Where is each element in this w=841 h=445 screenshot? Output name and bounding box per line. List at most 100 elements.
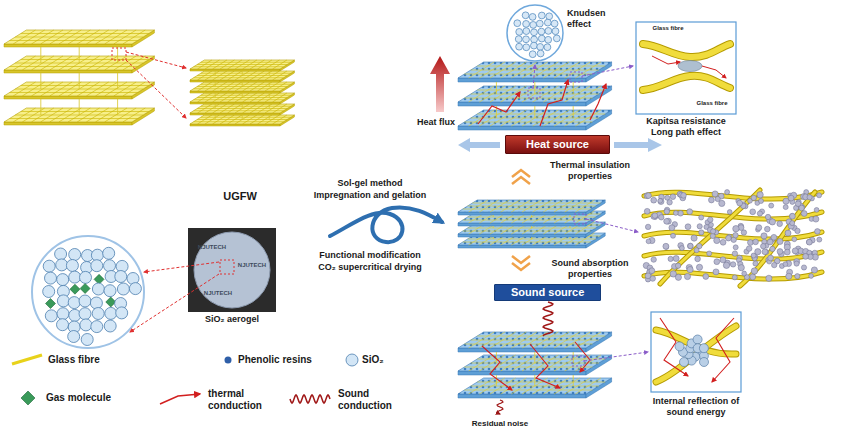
silica-bead — [801, 211, 807, 217]
silica-bead — [667, 200, 672, 205]
inset-panel: Internal reflection of sound energy — [640, 312, 752, 418]
slab-top — [190, 82, 294, 91]
strut-line — [269, 115, 270, 120]
node-text: Sound source — [511, 286, 584, 298]
silica-bead — [765, 226, 771, 232]
silica-bead — [711, 229, 716, 234]
strut-line — [215, 71, 216, 76]
silica-bead — [769, 203, 774, 208]
silica-sample — [346, 354, 358, 366]
silica-particle — [544, 19, 551, 26]
silica-bead — [806, 239, 812, 245]
ugfw-stack — [4, 30, 154, 125]
glass-fibre — [644, 192, 822, 199]
fibre-line — [472, 203, 600, 204]
slab-edge — [458, 348, 586, 352]
strut-line — [573, 352, 574, 363]
sound-path — [575, 342, 590, 372]
silica-particle — [537, 50, 544, 57]
fibre-line — [194, 121, 284, 122]
silica-particle — [69, 249, 81, 261]
silica-particle — [45, 310, 57, 322]
strut-line — [242, 82, 243, 87]
silica-particle — [103, 247, 115, 259]
strut-line — [40, 73, 41, 89]
silica-bead — [795, 274, 800, 279]
zoom-arrow — [126, 60, 186, 118]
gas-sample — [21, 391, 35, 405]
zoom-square — [574, 214, 586, 224]
strut-line — [242, 115, 243, 120]
glass-fibre — [643, 76, 730, 90]
strut-line — [570, 237, 571, 239]
slab-edge — [4, 96, 132, 99]
silica-bead — [670, 194, 676, 200]
knudsen-outline — [507, 5, 563, 61]
silica-particle — [531, 29, 538, 36]
silica-bead — [746, 246, 752, 252]
noise-label: Residual noise — [470, 419, 530, 429]
silica-particle — [55, 248, 67, 260]
silica-particle — [43, 260, 55, 272]
silica-bead — [659, 215, 664, 220]
silica-bead — [733, 245, 738, 250]
fibre-line — [10, 92, 138, 93]
drawing — [4, 5, 822, 414]
silica-particle — [680, 358, 689, 367]
chevron-up — [512, 170, 530, 184]
silica-particle — [530, 22, 537, 29]
silica-particle — [43, 286, 55, 298]
node-caption: Kapitsa resistance Long path effect — [634, 116, 738, 138]
silica-bead — [766, 275, 772, 281]
thermal-sample — [160, 394, 200, 404]
slab-top — [458, 200, 605, 212]
silica-bead — [765, 214, 770, 219]
silica-particle — [551, 20, 558, 27]
silica-particle — [68, 331, 80, 343]
silica-particle — [516, 29, 523, 36]
sound-panel — [458, 332, 612, 398]
silica-bead — [669, 225, 675, 231]
slab-edge — [458, 78, 586, 82]
strut-line — [534, 352, 535, 363]
silica-bead — [652, 213, 658, 219]
zoom-leaders — [528, 65, 648, 366]
silica-bead — [646, 193, 652, 199]
photo-mark: NJUTECH — [198, 290, 238, 297]
property-label: Thermal insulation properties — [543, 160, 638, 182]
inset-panel: Kapitsa resistance Long path effect — [630, 22, 742, 138]
silica-bead — [714, 237, 720, 243]
silica-bead — [738, 265, 744, 271]
strut-line — [493, 215, 494, 217]
silica-bead — [807, 195, 812, 200]
fibre-line — [201, 117, 291, 118]
silica-bead — [792, 248, 798, 254]
strut-line — [79, 73, 80, 89]
sound-paths — [482, 302, 590, 414]
glass-fibre — [660, 190, 760, 284]
slab-edge — [458, 371, 586, 375]
aerogel-disk — [194, 232, 270, 308]
silica-bead — [759, 199, 764, 204]
silica-bead — [803, 254, 809, 260]
silica-bead — [694, 248, 699, 253]
silica-bead — [651, 197, 657, 203]
node-text: Heat source — [526, 138, 589, 150]
silica-particle — [515, 36, 522, 43]
silica-bead — [687, 209, 693, 215]
inset-circle — [507, 5, 563, 61]
sound-path — [482, 346, 512, 390]
silica-particle — [92, 308, 104, 320]
slab-edge — [458, 234, 586, 237]
silica-particle — [552, 28, 559, 35]
strut-line — [215, 115, 216, 120]
silica-bead — [792, 237, 797, 242]
silica-bead — [815, 229, 821, 235]
silica-bead — [794, 261, 799, 266]
silica-bead — [645, 273, 651, 279]
silica-particle — [693, 335, 702, 344]
slab-top — [190, 71, 294, 80]
strut-line — [534, 82, 535, 94]
strut-line — [493, 237, 494, 239]
